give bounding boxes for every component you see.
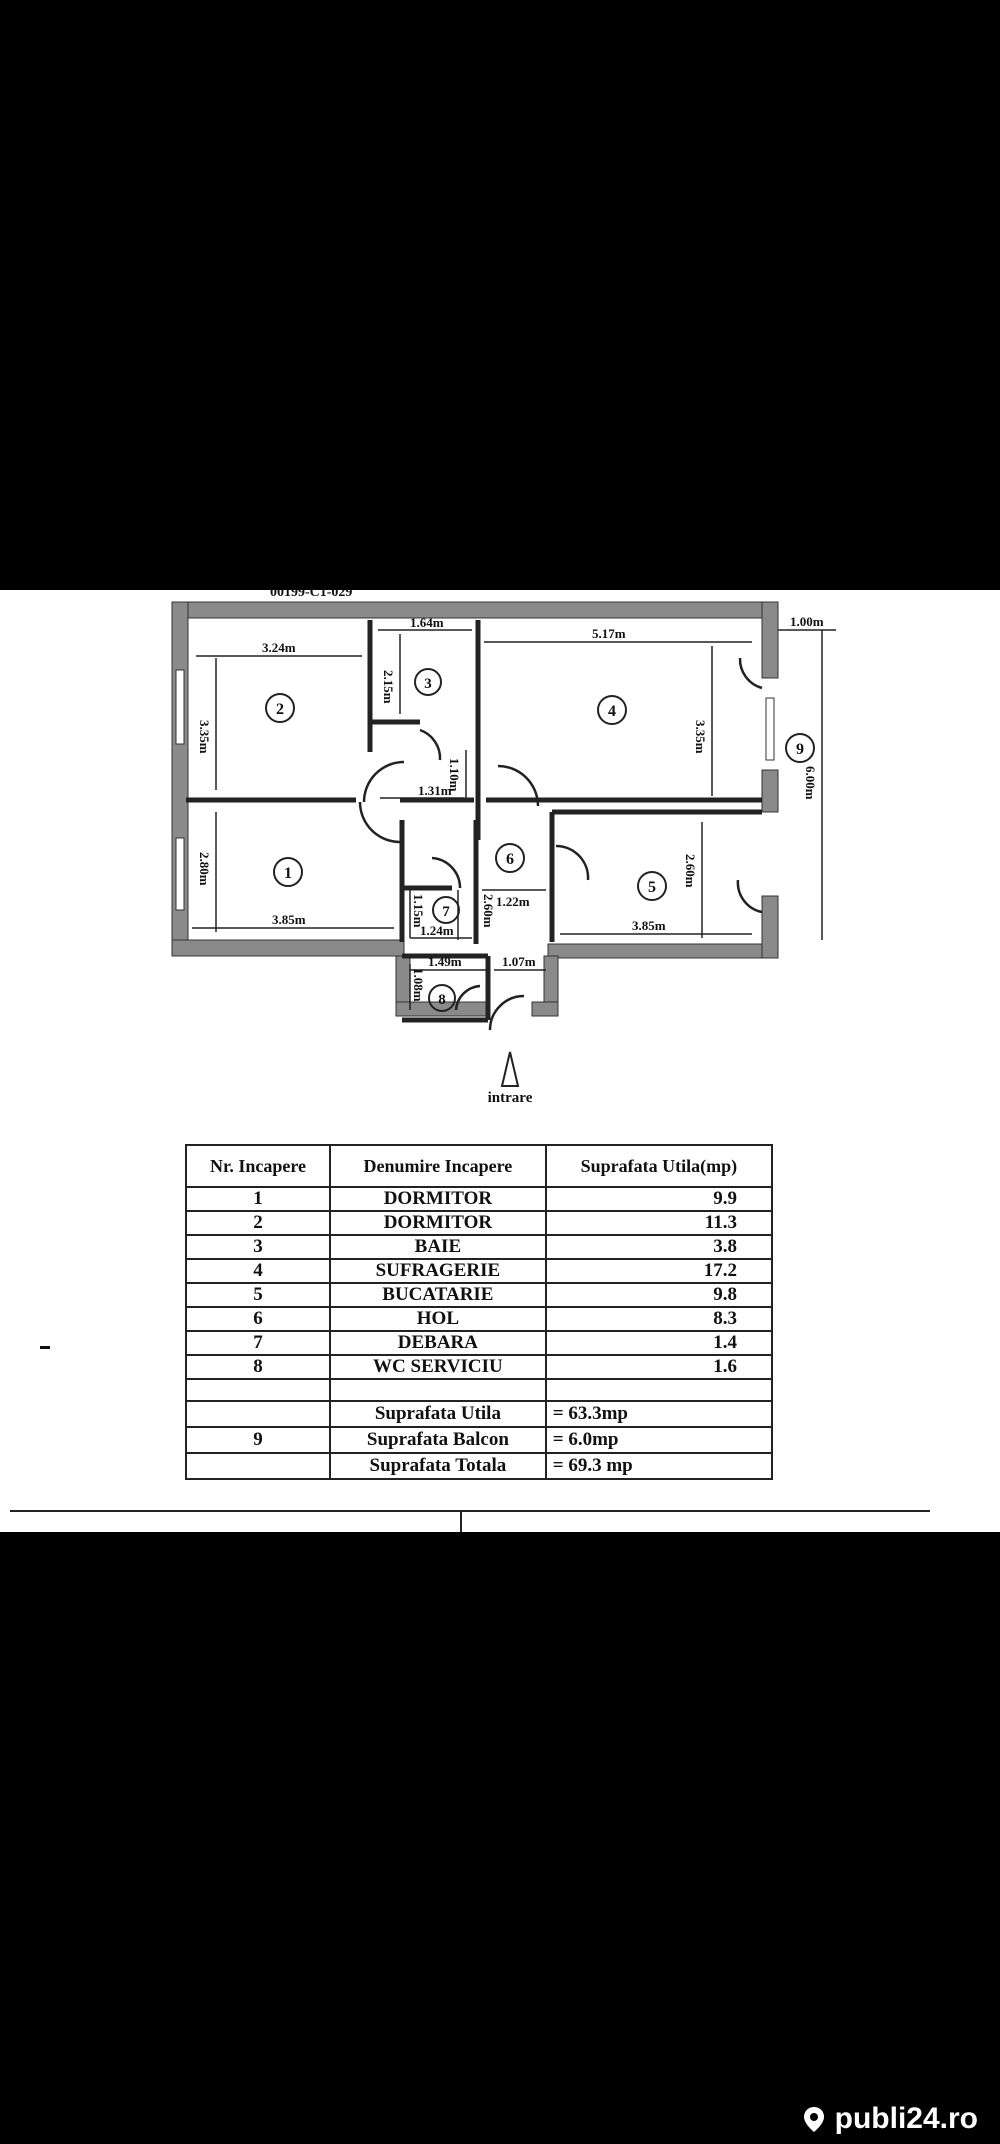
floor-plan-drawing: 00199-C1-029: [171, 590, 836, 1106]
useful-area-label: Suprafata Utila: [329, 1400, 547, 1428]
dim-r7-height: 1.15m: [411, 894, 426, 928]
balcony-nr: 9: [185, 1426, 331, 1454]
svg-text:6: 6: [506, 851, 514, 868]
room-marker-5: 5: [637, 871, 667, 901]
dim-r4-width: 5.17m: [592, 626, 626, 641]
dim-r2-height: 3.35m: [197, 720, 212, 754]
balcony-area-row: 9 Suprafata Balcon = 6.0mp: [185, 1426, 774, 1454]
dim-r3-width: 1.64m: [410, 615, 444, 630]
form-divider-line: [460, 1510, 462, 1532]
dim-r6-width: 1.22m: [496, 894, 530, 909]
entrance-arrow-icon: [500, 1051, 520, 1087]
dim-r7-width: 1.24m: [420, 923, 454, 938]
dim-hall-b: 1.31m: [418, 783, 452, 798]
dim-r6-height: 2.60m: [481, 894, 496, 928]
entrance-label: intrare: [488, 1090, 533, 1106]
dim-r2-width: 3.24m: [262, 640, 296, 655]
balcony-area-label: Suprafata Balcon: [329, 1426, 547, 1454]
interior-walls: [186, 620, 762, 1023]
dim-r8-width: 1.49m: [428, 954, 462, 969]
svg-text:5: 5: [648, 879, 656, 896]
dim-r5-width: 3.85m: [632, 918, 666, 933]
room-marker-3: 3: [414, 668, 442, 696]
table-header-row: Nr. Incapere Denumire Incapere Suprafata…: [185, 1144, 774, 1188]
doors: [358, 657, 763, 1031]
svg-text:3: 3: [424, 676, 432, 692]
header-nr: Nr. Incapere: [185, 1144, 331, 1188]
room-marker-2: 2: [265, 693, 295, 723]
room-marker-9: 9: [785, 733, 815, 763]
total-area-row: Suprafata Totala = 69.3 mp: [185, 1452, 774, 1480]
svg-text:9: 9: [796, 741, 804, 758]
svg-text:1: 1: [284, 865, 292, 882]
dimension-labels: 3.24m 3.35m 1.64m 2.15m 5.17m 3.35m 1.00…: [197, 614, 824, 1002]
location-pin-icon: [803, 2107, 824, 2132]
svg-text:8: 8: [438, 992, 446, 1008]
header-name: Denumire Incapere: [329, 1144, 547, 1188]
dim-balcony-length: 6.00m: [803, 766, 818, 800]
room-marker-7: 7: [432, 896, 460, 924]
svg-text:4: 4: [608, 703, 616, 720]
dim-balcony-width: 1.00m: [790, 614, 824, 629]
dim-r4-height: 3.35m: [693, 720, 708, 754]
room-markers: 2 3 4 9 1 6 5 7 8: [265, 668, 815, 1012]
watermark-text: publi24.ro: [834, 2102, 978, 2135]
room-marker-4: 4: [597, 695, 627, 725]
svg-text:2: 2: [276, 701, 284, 718]
svg-text:7: 7: [442, 904, 450, 920]
useful-area-row: Suprafata Utila = 63.3mp: [185, 1400, 774, 1428]
dim-entry-width: 1.07m: [502, 954, 536, 969]
room-marker-1: 1: [273, 857, 303, 887]
dim-r5-height: 2.60m: [683, 854, 698, 888]
floor-plan-document: 00199-C1-029: [0, 590, 1000, 1532]
balcony-area-value: = 6.0mp: [544, 1426, 774, 1454]
room-marker-8: 8: [428, 984, 456, 1012]
dim-r8-height: 1.08m: [411, 968, 426, 1002]
room-area-table: Nr. Incapere Denumire Incapere Suprafata…: [185, 1144, 774, 1480]
form-border-line: [10, 1510, 930, 1512]
dim-hall-a: 1.10m: [447, 758, 462, 792]
table-blank-row: [185, 1378, 774, 1402]
header-area: Suprafata Utila(mp): [544, 1144, 774, 1188]
room-marker-6-hall: 6: [495, 843, 525, 873]
plan-code: 00199-C1-029: [270, 590, 352, 600]
scan-mark: [40, 1346, 50, 1349]
total-area-value: = 69.3 mp: [544, 1452, 774, 1480]
windows: [175, 669, 775, 911]
total-area-label: Suprafata Totala: [329, 1452, 547, 1480]
watermark: publi24.ro: [799, 2102, 978, 2136]
dim-r1-height: 2.80m: [197, 852, 212, 886]
useful-area-value: = 63.3mp: [544, 1400, 774, 1428]
dim-r1-width: 3.85m: [272, 912, 306, 927]
dim-r3-height: 2.15m: [381, 670, 396, 704]
